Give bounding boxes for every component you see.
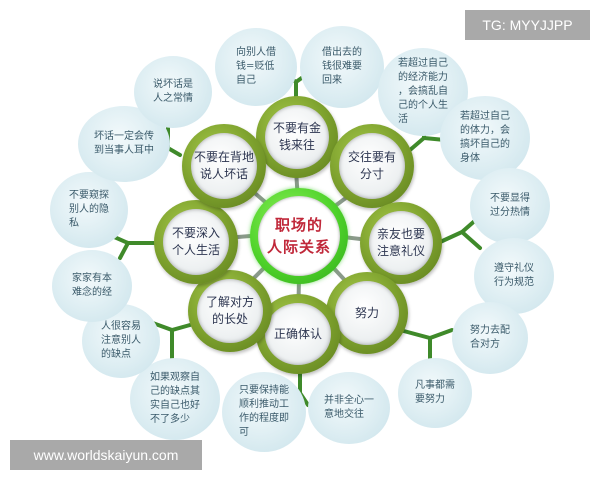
note-bubble: 家家有本 难念的经 <box>52 250 132 322</box>
note-text: 坏话一定会传 到当事人耳中 <box>94 131 154 156</box>
note-text: 不要显得 过分热情 <box>490 193 530 218</box>
topic-node-private-life: 不要深入 个人生活 <box>154 200 238 284</box>
topic-label: 努力 <box>354 305 379 320</box>
note-bubble: 只要保持能 顺利推动工 作的程度即 可 <box>222 372 306 452</box>
note-bubble: 努力去配 合对方 <box>452 302 528 374</box>
topic-label: 正确体认 <box>273 326 322 341</box>
topic-label: 不要在背地 说人坏话 <box>193 150 254 181</box>
note-text: 说坏话是 人之常情 <box>153 79 193 104</box>
note-bubble: 说坏话是 人之常情 <box>134 56 212 128</box>
topic-node-propriety: 交往要有 分寸 <box>330 124 414 208</box>
note-text: 人很容易 注意别人 的缺点 <box>101 321 141 360</box>
note-text: 凡事都需 要努力 <box>415 380 455 405</box>
topic-node-money: 不要有金 钱来往 <box>256 96 338 178</box>
note-text: 借出去的 钱很难要 回来 <box>322 47 362 86</box>
topic-label: 不要有金 钱来往 <box>272 121 321 152</box>
note-text: 如果观察自 己的缺点其 实自己也好 不了多少 <box>150 372 200 425</box>
watermark-text: TG: MYYJJPP <box>482 17 573 33</box>
note-bubble: 不要窥探 别人的隐 私 <box>50 172 128 248</box>
note-text: 不要窥探 别人的隐 私 <box>69 190 109 229</box>
note-bubble: 并非全心一 意地交往 <box>308 372 390 444</box>
topic-node-effort: 努力 <box>326 272 408 354</box>
topic-label: 了解对方 的长处 <box>205 295 254 326</box>
note-text: 努力去配 合对方 <box>470 325 510 350</box>
topic-label: 亲友也要 注意礼仪 <box>376 227 425 258</box>
note-bubble: 凡事都需 要努力 <box>398 358 472 428</box>
watermark-text: www.worldskaiyun.com <box>33 447 179 463</box>
watermark-top-right: TG: MYYJJPP <box>465 10 590 40</box>
note-text: 若超过自己 的经济能力 ，会搞乱自 己的个人生 活 <box>398 58 448 125</box>
note-text: 并非全心一 意地交往 <box>324 395 374 420</box>
note-text: 若超过自己 的体力，会 搞坏自己的 身体 <box>460 111 510 164</box>
topic-label: 交往要有 分寸 <box>347 150 396 181</box>
note-bubble: 借出去的 钱很难要 回来 <box>300 26 384 108</box>
note-text: 只要保持能 顺利推动工 作的程度即 可 <box>239 385 289 438</box>
note-text: 向别人借 钱=贬低 自己 <box>236 47 276 86</box>
center-node: 职场的 人际关系 <box>250 188 348 284</box>
note-bubble: 遵守礼仪 行为规范 <box>474 238 554 314</box>
topic-node-understand: 正确体认 <box>256 294 340 374</box>
topic-node-gossip: 不要在背地 说人坏话 <box>182 124 266 208</box>
center-title: 职场的 人际关系 <box>266 216 331 256</box>
topic-node-strengths: 了解对方 的长处 <box>188 270 272 352</box>
note-text: 遵守礼仪 行为规范 <box>494 263 534 288</box>
note-bubble: 向别人借 钱=贬低 自己 <box>215 28 297 106</box>
topic-node-etiquette: 亲友也要 注意礼仪 <box>360 202 442 284</box>
topic-label: 不要深入 个人生活 <box>171 226 220 257</box>
note-bubble: 若超过自己 的体力，会 搞坏自己的 身体 <box>440 96 530 180</box>
note-text: 家家有本 难念的经 <box>72 273 112 298</box>
note-bubble: 如果观察自 己的缺点其 实自己也好 不了多少 <box>130 358 220 440</box>
watermark-bottom-left: www.worldskaiyun.com <box>10 440 202 470</box>
note-bubble: 不要显得 过分热情 <box>470 168 550 244</box>
